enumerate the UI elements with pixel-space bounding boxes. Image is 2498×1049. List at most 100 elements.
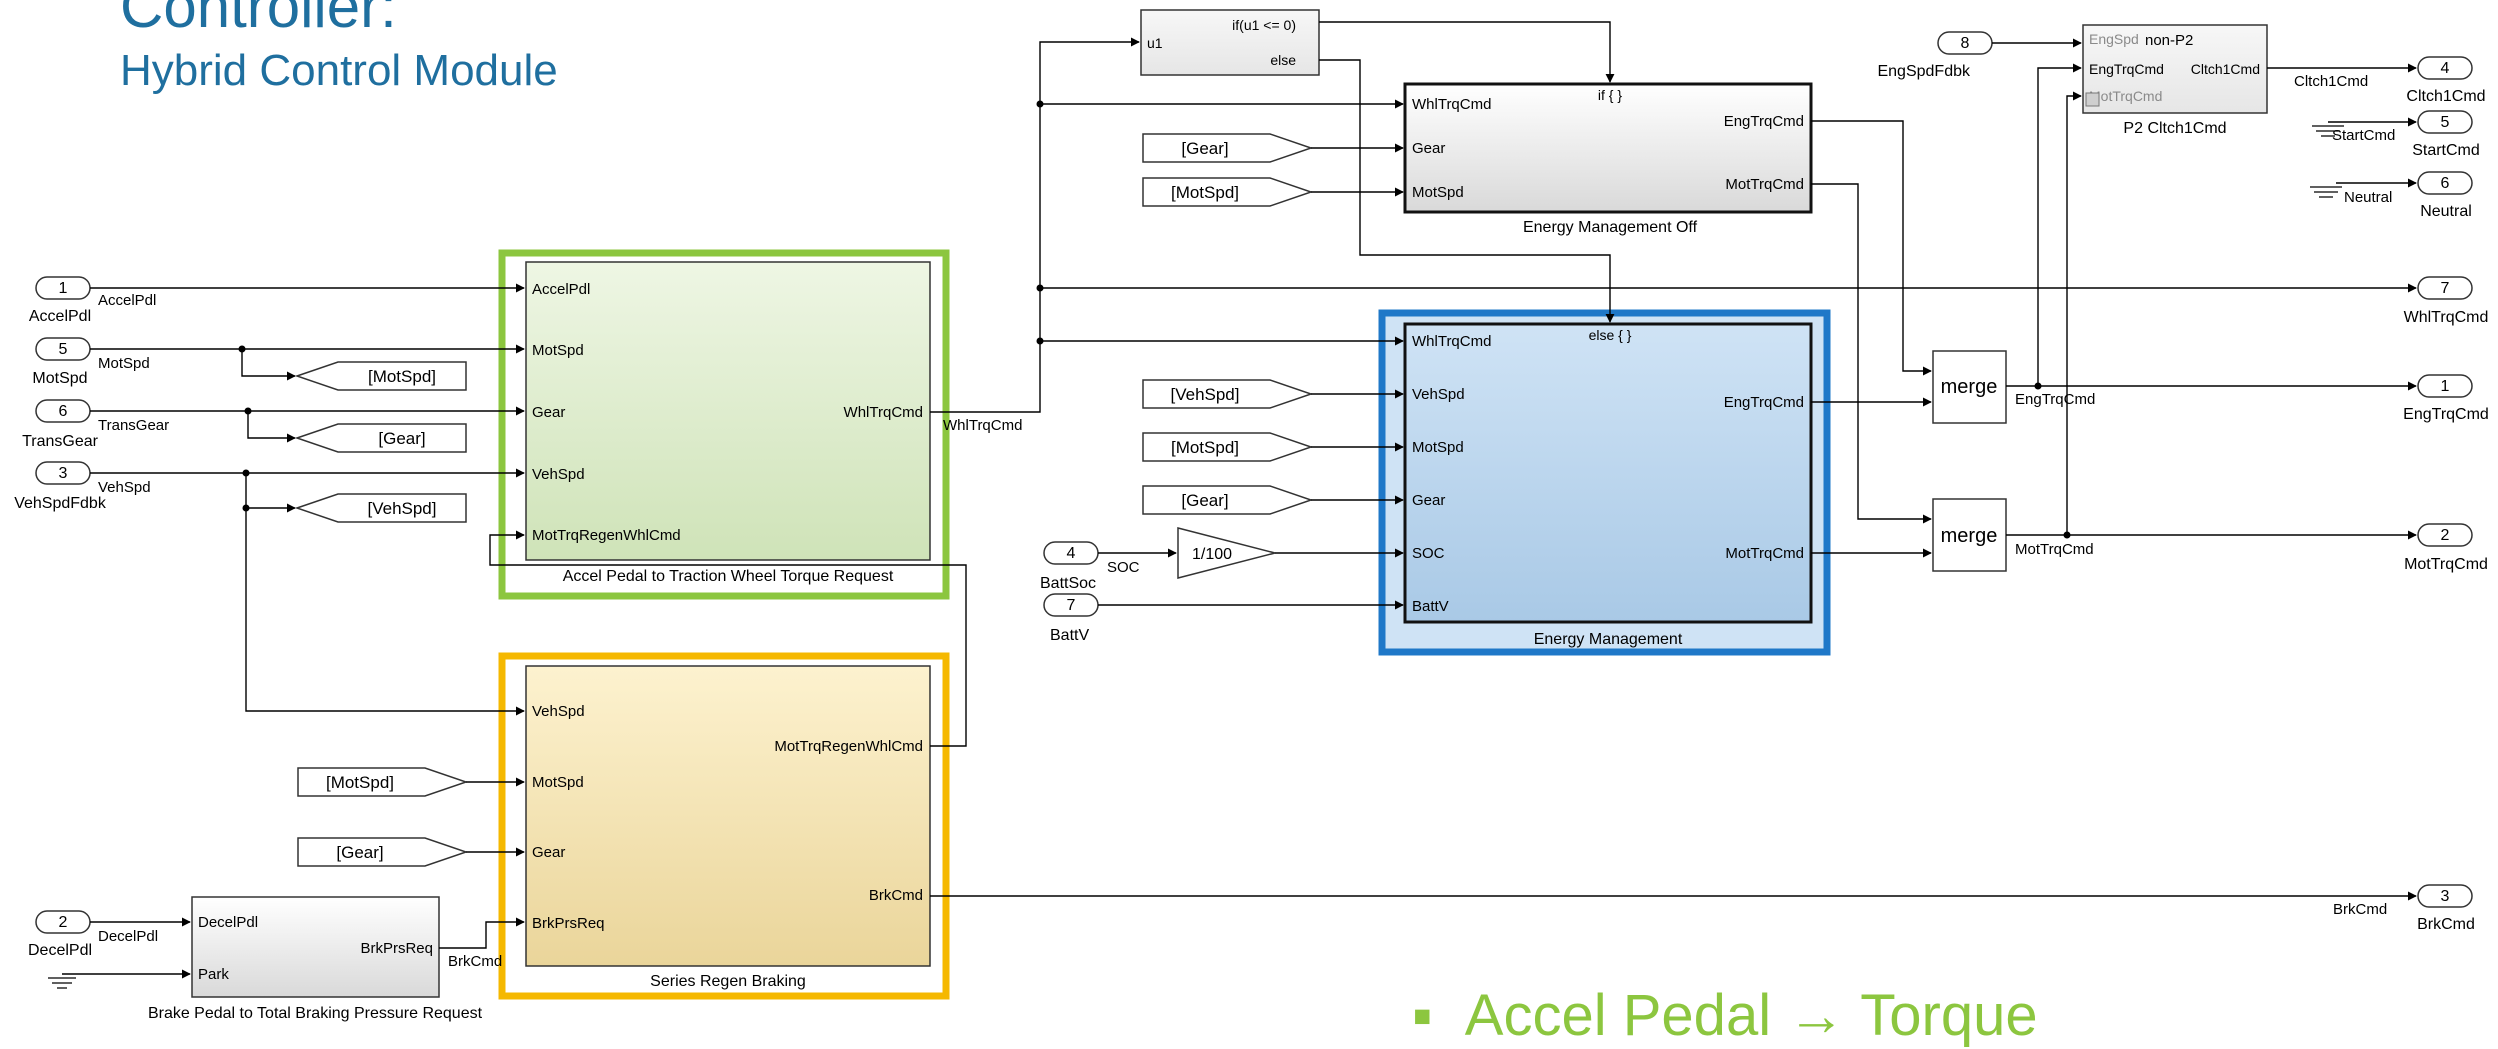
- svg-text:[Gear]: [Gear]: [1181, 491, 1228, 510]
- em-off-action-label: if { }: [1598, 87, 1622, 103]
- energy-management-subsystem[interactable]: else { } WhlTrqCmd VehSpd MotSpd Gear SO…: [1403, 322, 1813, 624]
- brake-port-park: Park: [198, 966, 229, 983]
- svg-text:5: 5: [2441, 114, 2450, 131]
- inport-battsoc-name: BattSoc: [1040, 575, 1096, 592]
- outport-whltrqcmd[interactable]: 7: [2417, 276, 2473, 300]
- from-gear-regen[interactable]: [Gear]: [297, 837, 469, 867]
- from-motspd-em-off[interactable]: [MotSpd]: [1142, 177, 1314, 207]
- svg-text:2: 2: [2441, 527, 2450, 544]
- inport-accelpdl[interactable]: 1: [35, 276, 91, 300]
- svg-text:2: 2: [59, 914, 68, 931]
- inport-engspdfdbk[interactable]: 8: [1937, 31, 1993, 55]
- goto-gear[interactable]: [Gear]: [294, 423, 467, 453]
- svg-text:3: 3: [59, 465, 68, 482]
- p2-variant-label: non-P2: [2145, 32, 2193, 49]
- outport-cltch1cmd-name: Cltch1Cmd: [2406, 88, 2485, 105]
- goto-vehspd[interactable]: [VehSpd]: [294, 493, 467, 523]
- svg-text:4: 4: [1067, 545, 1076, 562]
- gain-block[interactable]: 1/100: [1177, 527, 1276, 579]
- svg-text:[Gear]: [Gear]: [378, 429, 425, 448]
- svg-text:[VehSpd]: [VehSpd]: [1170, 385, 1239, 404]
- from-gear-em-off[interactable]: [Gear]: [1142, 133, 1314, 163]
- merge-block-mot[interactable]: merge: [1932, 498, 2007, 572]
- signal-transgear: TransGear: [98, 417, 169, 434]
- variant-badge-icon: [2085, 92, 2100, 107]
- p2-port-engtrq: EngTrqCmd: [2089, 61, 2164, 77]
- if-port-else: else: [1270, 52, 1296, 68]
- if-port-condition: if(u1 <= 0): [1232, 17, 1296, 33]
- signal-accelpdl: AccelPdl: [98, 292, 156, 309]
- if-block[interactable]: u1 if(u1 <= 0) else: [1140, 9, 1320, 76]
- inport-vehspdfdbk[interactable]: 3: [35, 461, 91, 485]
- outport-mottrqcmd-name: MotTrqCmd: [2404, 556, 2488, 573]
- accel-port-accelpdl: AccelPdl: [532, 281, 590, 298]
- svg-text:7: 7: [2441, 280, 2450, 297]
- signal-cltch1cmd: Cltch1Cmd: [2294, 73, 2368, 90]
- from-motspd-regen[interactable]: [MotSpd]: [297, 767, 469, 797]
- energy-management-off-subsystem[interactable]: if { } WhlTrqCmd Gear MotSpd EngTrqCmd M…: [1403, 82, 1813, 214]
- p2-port-out: Cltch1Cmd: [2191, 61, 2260, 77]
- regen-port-motspd: MotSpd: [532, 774, 584, 791]
- outport-engtrqcmd[interactable]: 1: [2417, 374, 2473, 398]
- series-regen-subsystem[interactable]: VehSpd MotSpd Gear BrkPrsReq MotTrqRegen…: [525, 665, 931, 967]
- svg-text:merge: merge: [1941, 376, 1998, 398]
- outport-mottrqcmd[interactable]: 2: [2417, 523, 2473, 547]
- signal-startcmd: StartCmd: [2332, 127, 2395, 144]
- accel-port-regen: MotTrqRegenWhlCmd: [532, 527, 681, 544]
- regen-port-out-regen: MotTrqRegenWhlCmd: [774, 738, 923, 755]
- p2-cltch-subsystem[interactable]: non-P2 EngSpd EngTrqCmd MotTrqCmd Cltch1…: [2082, 24, 2268, 114]
- accel-pedal-subsystem[interactable]: AccelPdl MotSpd Gear VehSpd MotTrqRegenW…: [525, 261, 931, 561]
- svg-text:[MotSpd]: [MotSpd]: [326, 773, 394, 792]
- inport-engspdfdbk-name: EngSpdFdbk: [1877, 63, 1971, 80]
- em-port-eng: EngTrqCmd: [1724, 394, 1804, 411]
- svg-text:[Gear]: [Gear]: [336, 843, 383, 862]
- from-vehspd-em[interactable]: [VehSpd]: [1142, 379, 1314, 409]
- em-off-port-eng: EngTrqCmd: [1724, 113, 1804, 130]
- inport-decelpdl[interactable]: 2: [35, 910, 91, 934]
- inport-battsoc[interactable]: 4: [1043, 541, 1099, 565]
- brake-block-label: Brake Pedal to Total Braking Pressure Re…: [148, 1005, 483, 1022]
- em-port-mot: MotTrqCmd: [1725, 545, 1804, 562]
- signal-motspd: MotSpd: [98, 355, 150, 372]
- p2-label: P2 Cltch1Cmd: [2123, 120, 2226, 137]
- p2-port-mottrq: MotTrqCmd: [2089, 88, 2162, 104]
- signal-lines: [48, 21, 2417, 989]
- svg-text:merge: merge: [1941, 525, 1998, 547]
- svg-text:4: 4: [2441, 60, 2450, 77]
- goto-motspd[interactable]: [MotSpd]: [294, 361, 467, 391]
- from-gear-em[interactable]: [Gear]: [1142, 485, 1314, 515]
- inport-accelpdl-name: AccelPdl: [29, 308, 91, 325]
- inport-motspd-name: MotSpd: [32, 370, 87, 387]
- outport-startcmd[interactable]: 5: [2417, 110, 2473, 134]
- brake-pedal-subsystem[interactable]: DecelPdl Park BrkPrsReq: [191, 896, 440, 998]
- svg-text:1/100: 1/100: [1192, 546, 1232, 563]
- accel-port-gear: Gear: [532, 404, 565, 421]
- svg-text:5: 5: [59, 341, 68, 358]
- svg-text:1: 1: [2441, 378, 2450, 395]
- svg-text:[Gear]: [Gear]: [1181, 139, 1228, 158]
- outport-neutral[interactable]: 6: [2417, 171, 2473, 195]
- inport-motspd[interactable]: 5: [35, 337, 91, 361]
- from-motspd-em[interactable]: [MotSpd]: [1142, 432, 1314, 462]
- accel-highlight-frame: [498, 249, 950, 600]
- signal-neutral: Neutral: [2344, 189, 2392, 206]
- svg-text:7: 7: [1067, 597, 1076, 614]
- simulink-diagram: AccelPdl MotSpd Gear VehSpd MotTrqRegenW…: [14, 9, 2489, 1022]
- outport-cltch1cmd[interactable]: 4: [2417, 56, 2473, 80]
- inport-battv[interactable]: 7: [1043, 593, 1099, 617]
- outport-engtrqcmd-name: EngTrqCmd: [2403, 406, 2489, 423]
- outport-brkcmd[interactable]: 3: [2417, 884, 2473, 908]
- regen-port-gear: Gear: [532, 844, 565, 861]
- signal-brkcmd: BrkCmd: [2333, 901, 2387, 918]
- accel-port-out: WhlTrqCmd: [844, 404, 923, 421]
- inport-transgear[interactable]: 6: [35, 399, 91, 423]
- em-port-whl: WhlTrqCmd: [1412, 333, 1491, 350]
- signal-engtrqcmd: EngTrqCmd: [2015, 391, 2095, 408]
- if-port-u1: u1: [1147, 35, 1163, 51]
- svg-text:[MotSpd]: [MotSpd]: [368, 367, 436, 386]
- merge-block-eng[interactable]: merge: [1932, 350, 2007, 424]
- svg-text:[MotSpd]: [MotSpd]: [1171, 183, 1239, 202]
- em-action-label: else { }: [1589, 327, 1632, 343]
- em-off-port-gear: Gear: [1412, 140, 1445, 157]
- em-label: Energy Management: [1534, 631, 1683, 648]
